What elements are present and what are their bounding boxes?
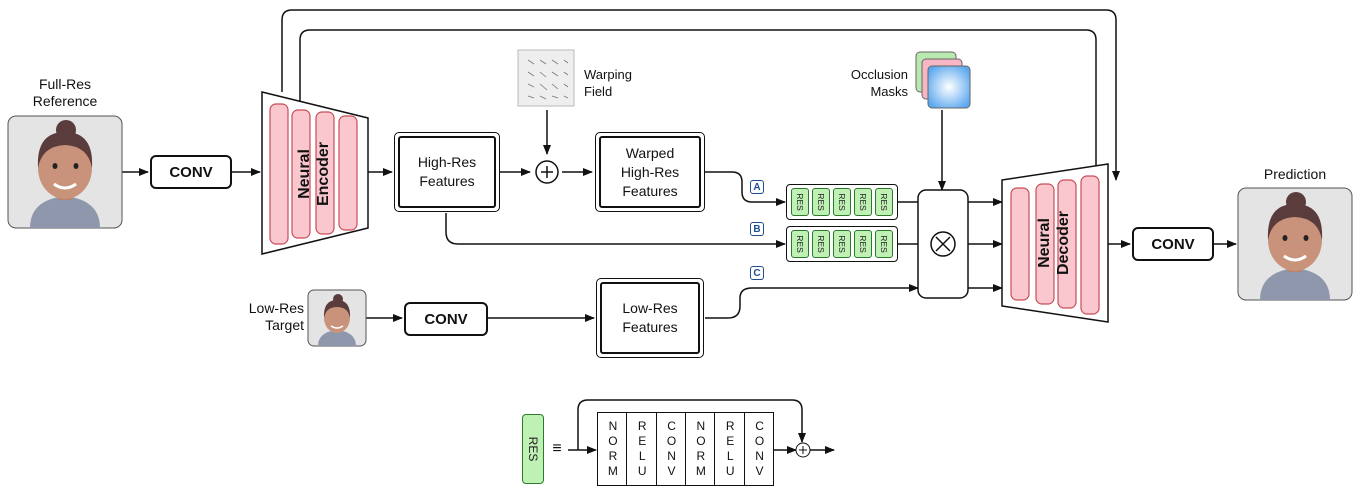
low-res-features-box: Low-Res Features bbox=[596, 278, 704, 358]
warped-features-label: Warped High-Res Features bbox=[599, 136, 701, 208]
res-block: RES bbox=[791, 188, 809, 216]
res-block: RES bbox=[875, 230, 893, 258]
res-internals: NORM RELU CONV NORM RELU CONV bbox=[597, 412, 774, 486]
full-res-reference-label: Full-Res Reference bbox=[32, 76, 98, 109]
conv-block-reference: CONV bbox=[150, 155, 232, 189]
badge-a: A bbox=[750, 180, 764, 194]
res-block: RES bbox=[833, 188, 851, 216]
res-block: RES bbox=[875, 188, 893, 216]
multiply-block bbox=[917, 189, 969, 299]
relu-col: RELU bbox=[715, 413, 745, 485]
occlusion-masks-label: Occlusion Masks bbox=[850, 67, 908, 99]
conv-block-target: CONV bbox=[404, 302, 488, 336]
face-reference bbox=[7, 115, 123, 229]
norm-col: NORM bbox=[598, 413, 628, 485]
res-block: RES bbox=[812, 230, 830, 258]
badge-b: B bbox=[750, 222, 764, 236]
res-block: RES bbox=[812, 188, 830, 216]
high-res-features-box: High-Res Features bbox=[394, 132, 500, 212]
warping-field-image bbox=[517, 49, 575, 107]
norm-col: NORM bbox=[686, 413, 716, 485]
res-block: RES bbox=[833, 230, 851, 258]
occlusion-masks-image bbox=[915, 51, 971, 109]
face-target bbox=[307, 289, 367, 347]
conv-col: CONV bbox=[657, 413, 686, 485]
relu-col: RELU bbox=[627, 413, 657, 485]
res-block: RES bbox=[854, 188, 872, 216]
neural-decoder bbox=[1001, 163, 1109, 323]
res-legend-block: RES bbox=[522, 414, 544, 484]
res-block: RES bbox=[791, 230, 809, 258]
low-res-target-label: Low-Res Target bbox=[248, 300, 304, 333]
badge-c: C bbox=[750, 266, 764, 280]
add-op-legend bbox=[795, 442, 811, 458]
res-stack-b: RES RES RES RES RES bbox=[786, 226, 898, 262]
equivalence-symbol: ≡ bbox=[552, 440, 562, 457]
conv-col: CONV bbox=[752, 419, 767, 479]
low-res-features-label: Low-Res Features bbox=[600, 282, 700, 354]
face-prediction bbox=[1237, 187, 1353, 301]
res-block: RES bbox=[854, 230, 872, 258]
arrows bbox=[122, 9, 1237, 454]
warped-features-box: Warped High-Res Features bbox=[595, 132, 705, 212]
neural-encoder bbox=[261, 91, 369, 255]
warping-field-label: Warping Field bbox=[584, 67, 632, 99]
add-op bbox=[535, 160, 559, 184]
high-res-features-label: High-Res Features bbox=[398, 136, 496, 208]
conv-block-output: CONV bbox=[1132, 227, 1214, 261]
res-stack-a: RES RES RES RES RES bbox=[786, 184, 898, 220]
prediction-label: Prediction bbox=[1263, 166, 1327, 182]
